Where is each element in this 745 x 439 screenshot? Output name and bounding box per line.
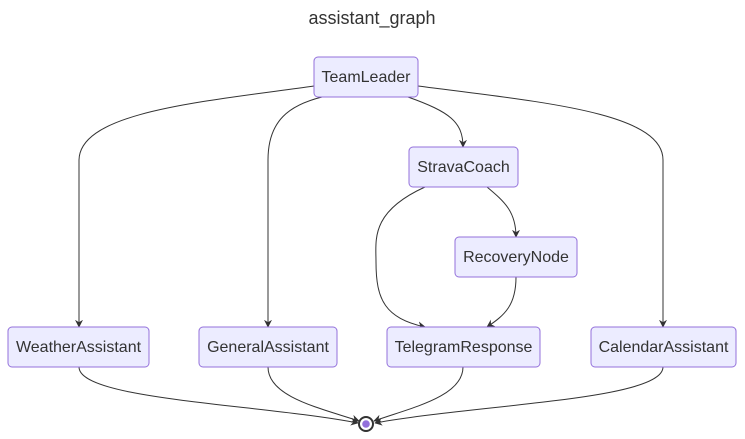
node-label-strava-coach: StravaCoach [417,159,510,176]
edge-teamleader-stravacoach [407,96,467,148]
node-telegram-response[interactable]: TelegramResponse [386,326,541,368]
node-label-recovery-node: RecoveryNode [463,249,569,266]
node-team-leader[interactable]: TeamLeader [313,56,419,98]
edge-generalassistant-end [267,366,360,423]
node-label-team-leader: TeamLeader [322,69,412,86]
edges [75,85,667,426]
node-strava-coach[interactable]: StravaCoach [408,146,519,188]
end-state-icon [358,416,374,432]
node-label-calendar-assistant: CalendarAssistant [599,339,729,356]
diagram-title: assistant_graph [308,8,435,29]
edge-teamleader-generalassistant [264,96,323,328]
edge-stravacoach-telegramresponse [375,186,426,330]
edge-teamleader-weatherassistant [75,85,315,328]
node-label-telegram-response: TelegramResponse [395,339,533,356]
edge-telegramresponse-end [373,366,464,423]
node-recovery-node[interactable]: RecoveryNode [454,236,578,278]
edge-weatherassistant-end [78,366,359,426]
node-calendar-assistant[interactable]: CalendarAssistant [590,326,737,368]
edge-stravacoach-recoverynode [486,186,520,238]
node-general-assistant[interactable]: GeneralAssistant [198,326,338,368]
node-label-general-assistant: GeneralAssistant [207,339,329,356]
edge-recoverynode-telegramresponse [486,276,517,328]
edge-calendarassistant-end [374,366,664,426]
edge-teamleader-calendarassistant [417,85,667,328]
node-label-weather-assistant: WeatherAssistant [16,339,142,356]
node-weather-assistant[interactable]: WeatherAssistant [7,326,150,368]
